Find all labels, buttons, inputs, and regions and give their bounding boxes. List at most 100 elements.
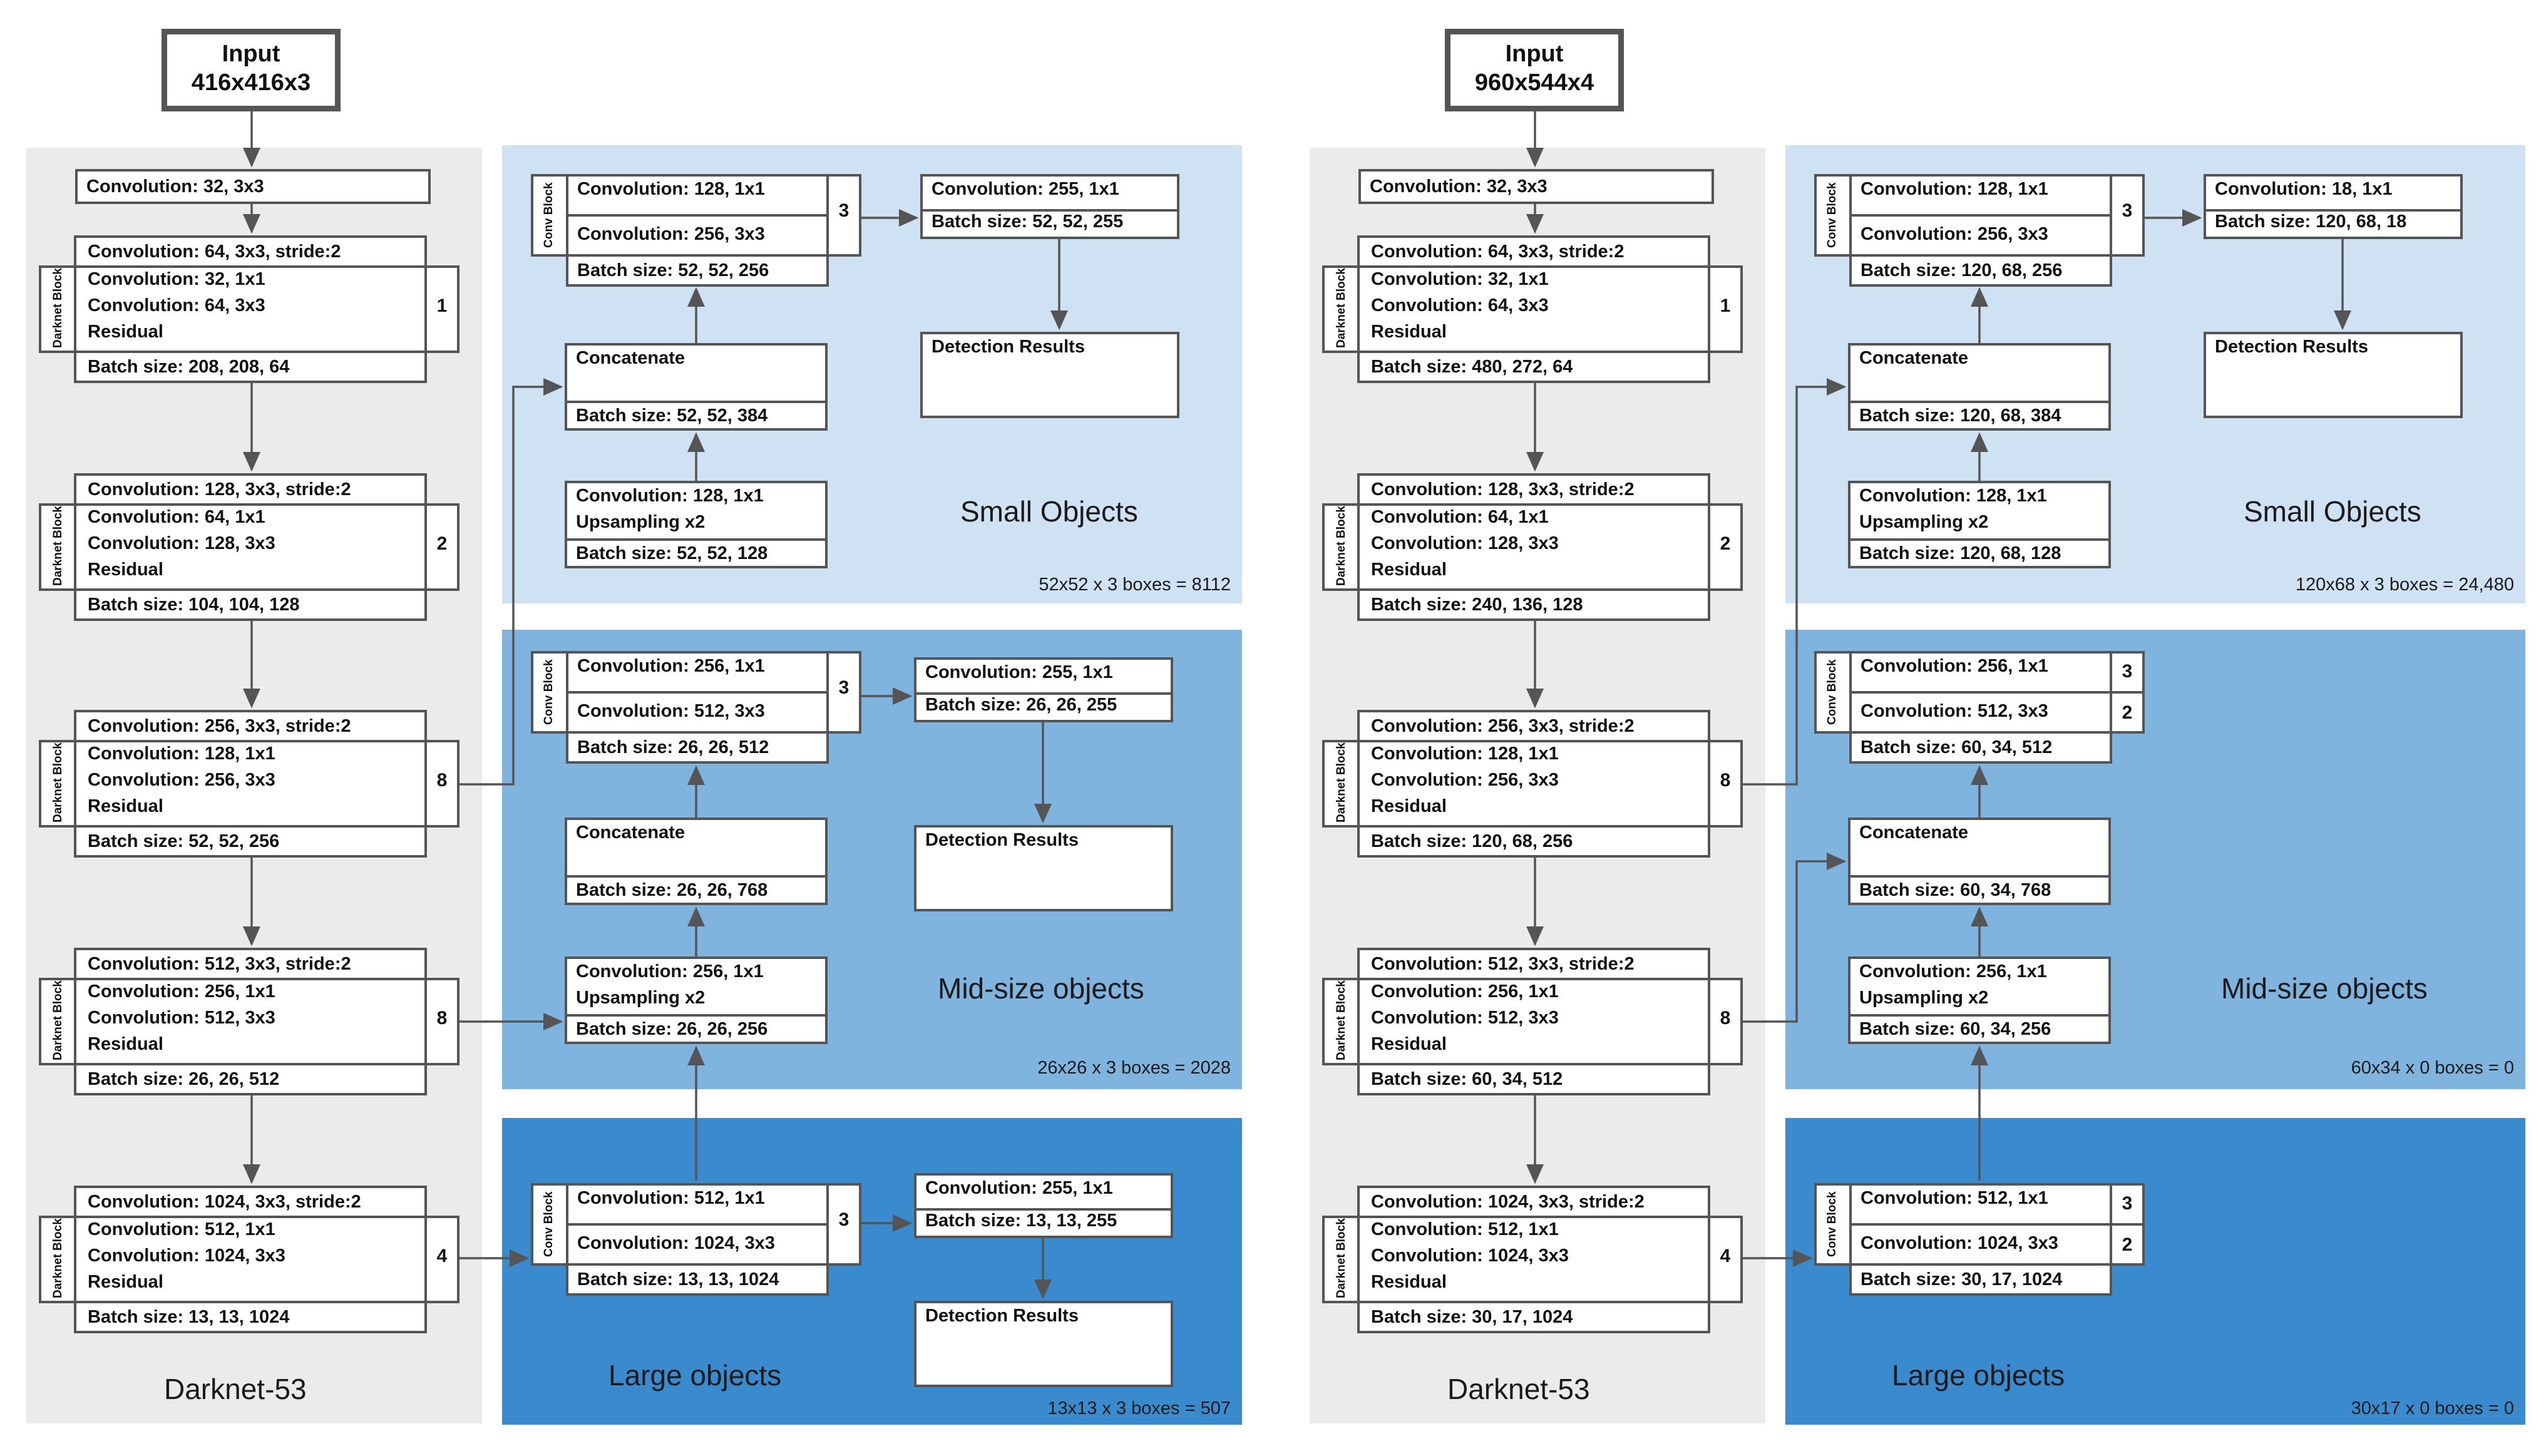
conv-block-batch: Batch size: 30, 17, 1024 <box>1849 1263 2112 1296</box>
body-line-3: Residual <box>88 560 163 580</box>
body-line-1: Convolution: 32, 1x1 <box>1371 269 1549 289</box>
body-line-1: Convolution: 64, 1x1 <box>1371 507 1549 527</box>
first-conv-text: Convolution: 32, 3x3 <box>1370 177 1548 197</box>
batch-text: Batch size: 30, 17, 1024 <box>1861 1269 2063 1289</box>
block-side-label: Darknet Block <box>1335 506 1348 586</box>
batch-text: Batch size: 240, 136, 128 <box>1371 595 1583 615</box>
block-batch: Batch size: 52, 52, 256 <box>74 825 427 858</box>
body-line-1: Convolution: 512, 1x1 <box>88 1219 275 1239</box>
conv-repeat-1: 3 <box>2110 1183 2145 1226</box>
repeat-count: 8 <box>424 740 459 828</box>
body-line-2: Convolution: 64, 3x3 <box>1371 295 1549 315</box>
block-head: Convolution: 128, 3x3, stride:2 <box>1357 473 1710 506</box>
batch-text: Batch size: 52, 52, 256 <box>88 831 280 851</box>
concat-text: Concatenate <box>1859 348 1969 368</box>
divider <box>567 1014 825 1017</box>
head-text: Convolution: 256, 3x3, stride:2 <box>1371 716 1635 736</box>
block-side-label: Conv Block <box>542 659 555 725</box>
block-side: Darknet Block <box>1322 1216 1360 1303</box>
head-text: Convolution: 64, 3x3, stride:2 <box>88 242 341 262</box>
detection-text: Detection Results <box>925 830 1079 850</box>
block-side-label: Conv Block <box>1825 659 1839 725</box>
conv-repeat: 3 <box>826 651 861 734</box>
conv-line-2: Convolution: 512, 3x3 <box>577 701 765 721</box>
block-side-label: Darknet Block <box>51 980 64 1060</box>
block-side: Darknet Block <box>1322 740 1360 828</box>
body-line-2: Convolution: 1024, 3x3 <box>88 1246 285 1266</box>
divider <box>2206 209 2460 212</box>
conv-line-2: Convolution: 256, 3x3 <box>1861 224 2048 244</box>
repeat-number: 2 <box>1720 533 1731 554</box>
conv-block-side: Conv Block <box>531 174 568 257</box>
block-side-label: Conv Block <box>1825 182 1839 248</box>
head-text: Convolution: 256, 3x3, stride:2 <box>88 716 351 736</box>
box-count: 13x13 x 3 boxes = 507 <box>1047 1398 1231 1418</box>
batch-text: Batch size: 208, 208, 64 <box>88 357 290 377</box>
conv-line-1: Convolution: 128, 1x1 <box>1861 179 2048 199</box>
block-side: Darknet Block <box>39 265 76 353</box>
conv-block-batch: Batch size: 52, 52, 256 <box>566 254 829 287</box>
block-head: Convolution: 1024, 3x3, stride:2 <box>74 1186 427 1218</box>
repeat-number: 3 <box>2122 200 2133 221</box>
block-side-label: Conv Block <box>542 1191 555 1257</box>
mid-objects-title: Mid-size objects <box>2221 972 2428 1005</box>
batch-text: Batch size: 104, 104, 128 <box>88 595 300 615</box>
block-side-label: Conv Block <box>1825 1191 1839 1257</box>
body-line-2: Convolution: 512, 3x3 <box>1371 1008 1559 1028</box>
body-line-1: Convolution: 128, 1x1 <box>88 744 275 764</box>
conv-block-batch: Batch size: 60, 34, 512 <box>1849 731 2112 764</box>
conv-block-side: Conv Block <box>1814 651 1852 734</box>
concat-text: Concatenate <box>576 823 685 843</box>
body-line-2: Convolution: 64, 3x3 <box>88 295 265 315</box>
batch-text: Batch size: 13, 13, 1024 <box>88 1307 290 1327</box>
block-side: Darknet Block <box>1322 265 1360 353</box>
body-line-1: Convolution: 512, 1x1 <box>1371 1219 1559 1239</box>
block-side-label: Darknet Block <box>51 742 64 823</box>
block-side: Darknet Block <box>39 503 76 591</box>
input-title: Input <box>1505 41 1564 67</box>
detection-text: Detection Results <box>932 337 1085 357</box>
conv-line-1: Convolution: 256, 1x1 <box>1861 656 2048 676</box>
divider <box>1850 401 2108 403</box>
block-head: Convolution: 1024, 3x3, stride:2 <box>1357 1186 1710 1218</box>
conv-repeat: 3 <box>826 174 861 257</box>
concat-batch-text: Batch size: 120, 68, 384 <box>1859 406 2061 426</box>
output-conv-text: Convolution: 255, 1x1 <box>932 179 1119 199</box>
conv-block-side: Conv Block <box>1814 1183 1852 1266</box>
conv-block-side: Conv Block <box>531 651 568 734</box>
upsample-batch-text: Batch size: 52, 52, 128 <box>576 543 768 563</box>
block-batch: Batch size: 26, 26, 512 <box>74 1063 427 1095</box>
block-batch: Batch size: 120, 68, 256 <box>1357 825 1710 858</box>
block-side: Darknet Block <box>39 1216 76 1303</box>
block-batch: Batch size: 240, 136, 128 <box>1357 588 1710 621</box>
body-line-1: Convolution: 128, 1x1 <box>1371 744 1559 764</box>
conv-block-side: Conv Block <box>531 1183 568 1266</box>
repeat-number: 8 <box>1720 770 1731 791</box>
box-count: 26x26 x 3 boxes = 2028 <box>1037 1058 1231 1078</box>
batch-text: Batch size: 13, 13, 1024 <box>577 1269 779 1289</box>
block-side: Darknet Block <box>39 978 76 1065</box>
block-batch: Batch size: 13, 13, 1024 <box>74 1301 427 1333</box>
block-side-label: Darknet Block <box>1335 268 1348 348</box>
body-line-1: Convolution: 256, 1x1 <box>88 982 275 1002</box>
batch-text: Batch size: 52, 52, 256 <box>577 260 769 280</box>
output-conv-text: Convolution: 18, 1x1 <box>2215 179 2393 199</box>
upsample-batch-text: Batch size: 120, 68, 128 <box>1859 543 2061 563</box>
body-line-2: Convolution: 512, 3x3 <box>88 1008 275 1028</box>
concat-batch-text: Batch size: 60, 34, 768 <box>1859 880 2051 900</box>
